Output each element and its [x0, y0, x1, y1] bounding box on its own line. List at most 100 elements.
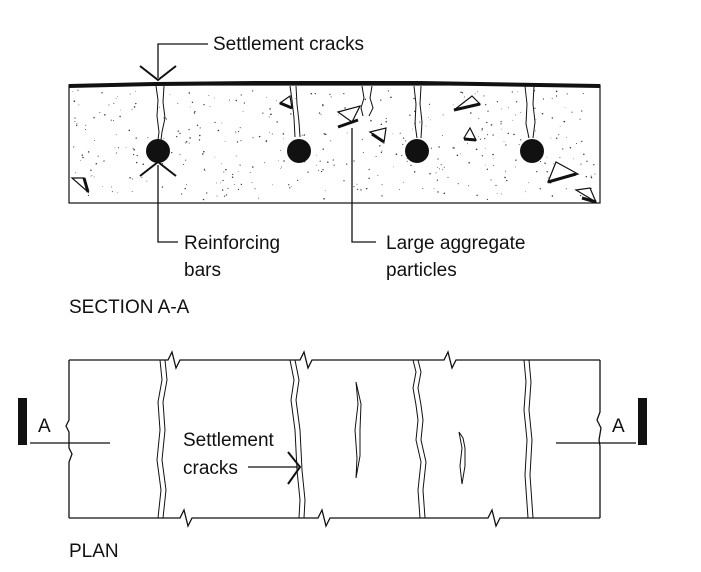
- stipple-dot: [438, 146, 440, 148]
- stipple-dot: [242, 111, 244, 112]
- stipple-dot: [290, 113, 292, 115]
- stipple-dot: [268, 116, 270, 118]
- stipple-dot: [102, 186, 103, 188]
- stipple-dot: [402, 137, 405, 139]
- aggregate-label-line1: Large aggregate: [386, 233, 525, 254]
- stipple-dot: [436, 166, 438, 168]
- stipple-dot: [224, 140, 226, 142]
- stipple-dot: [283, 160, 285, 162]
- stipple-dot: [566, 93, 568, 95]
- stipple-dot: [487, 110, 489, 112]
- stipple-dot: [203, 150, 205, 153]
- stipple-dot: [78, 104, 80, 106]
- stipple-dot: [412, 128, 413, 130]
- stipple-dot: [481, 155, 484, 157]
- stipple-dot: [558, 134, 560, 136]
- stipple-dot: [81, 154, 84, 156]
- stipple-dot: [493, 134, 495, 136]
- stipple-dot: [513, 133, 515, 136]
- stipple-dot: [381, 184, 383, 186]
- stipple-dot: [437, 191, 439, 193]
- section-marker-left-bar: [18, 398, 27, 445]
- stipple-dot: [399, 132, 401, 134]
- stipple-dot: [580, 194, 582, 197]
- stipple-dot: [317, 169, 320, 171]
- stipple-dot: [500, 121, 502, 123]
- stipple-dot: [507, 107, 509, 109]
- stipple-dot: [235, 155, 237, 157]
- stipple-dot: [479, 138, 481, 140]
- stipple-dot: [249, 172, 251, 173]
- stipple-dot: [199, 127, 201, 129]
- bars-callout-leader: [157, 165, 178, 243]
- stipple-dot: [528, 182, 529, 184]
- stipple-dot: [73, 146, 75, 148]
- stipple-dot: [425, 125, 427, 127]
- stipple-dot: [183, 163, 185, 165]
- stipple-dot: [225, 194, 228, 196]
- stipple-dot: [501, 128, 503, 130]
- stipple-dot: [209, 106, 211, 108]
- stipple-dot: [322, 148, 324, 150]
- stipple-dot: [93, 117, 95, 119]
- stipple-dot: [221, 189, 224, 191]
- stipple-dot: [196, 124, 199, 127]
- stipple-dot: [129, 177, 131, 179]
- stipple-dot: [262, 112, 264, 114]
- stipple-dot: [468, 185, 470, 187]
- stipple-dot: [487, 134, 489, 136]
- stipple-dot: [265, 140, 267, 143]
- stipple-dot: [117, 147, 120, 149]
- stipple-dot: [467, 143, 468, 145]
- stipple-dot: [179, 154, 181, 156]
- stipple-dot: [254, 188, 256, 190]
- stipple-dot: [476, 194, 478, 197]
- stipple-dot: [74, 121, 76, 122]
- section-top-surface: [68, 81, 601, 88]
- stipple-dot: [162, 163, 164, 165]
- stipple-dot: [117, 95, 118, 97]
- stipple-dot: [503, 141, 505, 142]
- stipple-dot: [325, 190, 326, 192]
- stipple-dot: [387, 90, 389, 92]
- stipple-dot: [512, 119, 514, 121]
- plan-slab-left-edge: [65, 360, 73, 518]
- stipple-dot: [191, 101, 194, 104]
- stipple-dot: [193, 112, 196, 114]
- stipple-dot: [314, 92, 316, 95]
- stipple-dot: [478, 117, 480, 119]
- stipple-dot: [186, 184, 187, 186]
- stipple-dot: [356, 183, 358, 185]
- stipple-dot: [573, 158, 574, 160]
- stipple-dot: [474, 92, 476, 94]
- stipple-dot: [87, 194, 89, 197]
- stipple-dot: [392, 133, 394, 135]
- stipple-dot: [181, 193, 183, 195]
- stipple-dot: [362, 152, 364, 153]
- stipple-dot: [380, 151, 383, 154]
- plan-slab-top-edge: [69, 350, 600, 370]
- stipple-dot: [593, 164, 595, 166]
- stipple-dot: [237, 188, 240, 190]
- stipple-dot: [460, 153, 461, 155]
- stipple-dot: [504, 176, 506, 179]
- stipple-dot: [252, 166, 254, 168]
- stipple-dot: [95, 162, 98, 165]
- stipple-dot: [515, 159, 517, 161]
- stipple-dot: [82, 156, 84, 159]
- stipple-dot: [322, 169, 324, 171]
- stipple-dot: [440, 164, 442, 166]
- stipple-dot: [119, 109, 121, 111]
- plan-view: A A Settlement cracks PLAN: [18, 350, 647, 562]
- stipple-dot: [406, 160, 408, 162]
- stipple-dot: [233, 184, 235, 186]
- stipple-dot: [485, 103, 487, 106]
- stipple-dot: [419, 121, 421, 123]
- stipple-dot: [227, 187, 229, 189]
- stipple-dot: [539, 188, 541, 190]
- stipple-dot: [232, 173, 234, 176]
- stipple-dot: [135, 91, 137, 92]
- stipple-dot: [206, 192, 208, 194]
- section-marker-right: A: [612, 416, 625, 437]
- stipple-dot: [76, 123, 78, 125]
